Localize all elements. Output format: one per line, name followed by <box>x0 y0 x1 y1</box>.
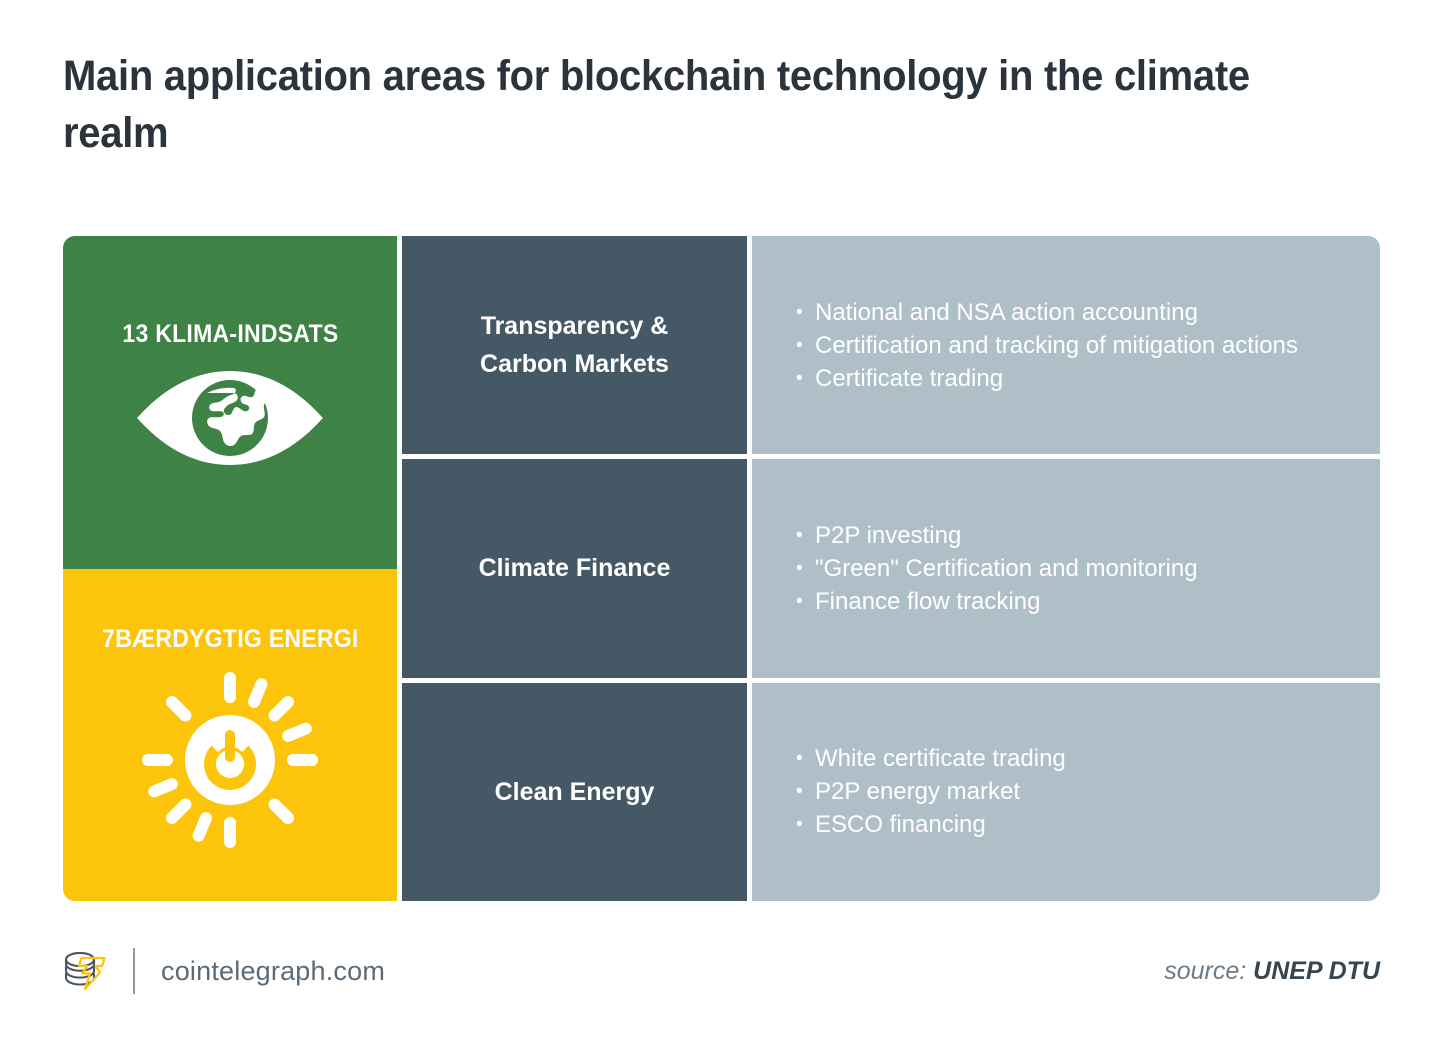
sdg-tile-label: 7BÆRDYGTIG ENERGI <box>101 624 359 653</box>
category-column: Transparency & Carbon Markets Climate Fi… <box>402 236 747 901</box>
cointelegraph-logo-icon <box>63 948 109 994</box>
source-label: source: <box>1164 956 1247 985</box>
brand-name[interactable]: cointelegraph.com <box>161 955 386 986</box>
list-item: Certificate trading <box>796 362 1336 395</box>
list-item: P2P investing <box>796 519 1336 552</box>
list-item: "Green" Certification and monitoring <box>796 552 1336 585</box>
category-cell-transparency-carbon-markets[interactable]: Transparency & Carbon Markets <box>402 236 747 455</box>
bullets-cell-clean-energy: White certificate trading P2P energy mar… <box>752 682 1380 901</box>
sdg-column: 13 KLIMA-INDSATS 7BÆRDYGTIG ENERGI <box>63 236 397 901</box>
bullet-list: White certificate trading P2P energy mar… <box>796 742 1336 841</box>
sun-power-icon <box>140 670 320 855</box>
category-label: Climate Finance <box>478 554 671 583</box>
category-label-line2: Carbon Markets <box>480 350 669 379</box>
brand-divider <box>133 948 135 994</box>
list-item: ESCO financing <box>796 808 1336 841</box>
bullets-cell-transparency-carbon-markets: National and NSA action accounting Certi… <box>752 236 1380 455</box>
brand-block[interactable]: cointelegraph.com <box>63 948 385 994</box>
list-item: P2P energy market <box>796 775 1336 808</box>
list-item: National and NSA action accounting <box>796 296 1336 329</box>
eye-globe-icon <box>135 363 325 478</box>
sdg-tile-climate-action: 13 KLIMA-INDSATS <box>63 236 397 569</box>
sdg-tile-affordable-clean-energy: 7BÆRDYGTIG ENERGI <box>63 568 397 901</box>
list-item: Certification and tracking of mitigation… <box>796 329 1336 362</box>
list-item: Finance flow tracking <box>796 585 1336 618</box>
category-cell-climate-finance[interactable]: Climate Finance <box>402 459 747 678</box>
page-title: Main application areas for blockchain te… <box>63 52 1250 157</box>
category-label: Transparency & Carbon Markets <box>480 307 669 383</box>
bullet-list: National and NSA action accounting Certi… <box>796 296 1336 395</box>
sdg-tile-label: 13 KLIMA-INDSATS <box>121 320 339 348</box>
list-item: White certificate trading <box>796 742 1336 775</box>
source-attribution: source: UNEP DTU <box>1164 957 1380 986</box>
application-areas-matrix: 13 KLIMA-INDSATS 7BÆRDYGTIG ENERGI <box>63 236 1380 901</box>
bullet-list: P2P investing "Green" Certification and … <box>796 519 1336 618</box>
category-label-line1: Transparency & <box>480 312 669 341</box>
footer: cointelegraph.com source: UNEP DTU <box>63 935 1380 1007</box>
bullets-column: National and NSA action accounting Certi… <box>752 236 1380 901</box>
category-cell-clean-energy[interactable]: Clean Energy <box>402 682 747 901</box>
category-label: Clean Energy <box>494 777 655 806</box>
source-value: UNEP DTU <box>1253 956 1380 985</box>
bullets-cell-climate-finance: P2P investing "Green" Certification and … <box>752 459 1380 678</box>
